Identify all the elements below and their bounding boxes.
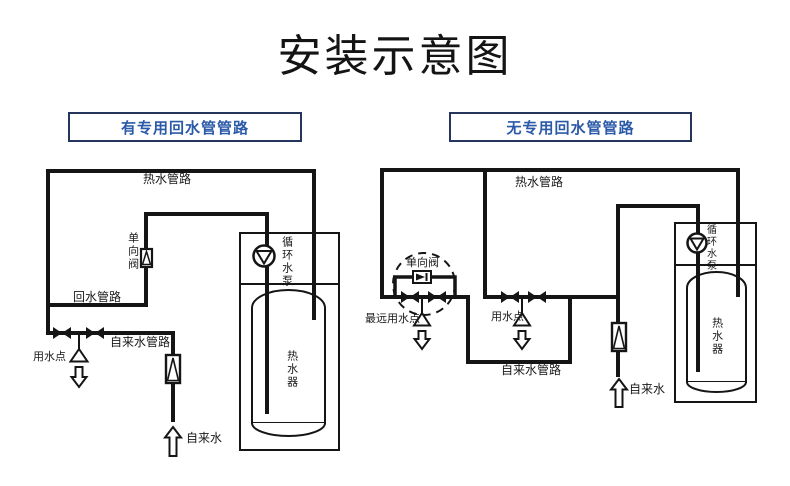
left-return-pipe-label: 回水管路: [73, 290, 122, 304]
right-cold-water-label: 自来水: [629, 382, 666, 396]
right-branch-pipe: [483, 168, 620, 299]
left-cold-pipe-label: 自来水管路: [110, 335, 171, 349]
right-inlet-up-arrow-icon: [608, 377, 630, 408]
left-supply-check-valve-glyph: [166, 357, 180, 382]
left-inlet-up-arrow-icon: [162, 425, 184, 457]
left-tap-point-label: 用水点: [33, 351, 66, 363]
right-bypass-highlight-circle: [392, 252, 456, 316]
left-pump-label: 循环水泵: [280, 236, 293, 288]
right-tap-icon: [512, 311, 532, 327]
right-heater-box: [674, 222, 757, 403]
left-pump-feed-pipe: [144, 212, 269, 414]
left-tank: [251, 289, 326, 424]
right-farthest-tap-label: 最远用水点: [365, 313, 420, 325]
left-pump-triangle-icon: [254, 250, 274, 266]
page-title: 安装示意图: [277, 32, 513, 81]
left-tap-icon: [68, 347, 90, 363]
left-flow-down-arrow-icon: [69, 366, 89, 389]
right-hot-pipe-and-cold-loop: [380, 168, 740, 364]
right-flow-down-arrow-icon: [512, 330, 532, 351]
left-valve-icon-2: [86, 327, 104, 339]
right-pump-and-supply-pipe: [616, 204, 700, 377]
right-check-valve-label: 单向阀: [406, 257, 439, 269]
left-heater-label: 热水器: [285, 350, 298, 389]
right-farthest-valve-icon-2: [428, 291, 446, 303]
panel-header-no-dedicated-return: 无专用回水管管路: [449, 112, 692, 142]
left-return-check-valve-glyph: [141, 248, 152, 266]
left-hot-and-cold-pipe: [46, 169, 316, 422]
left-hot-pipe-label: 热水管路: [143, 172, 192, 186]
right-farthest-valve-icon-1: [401, 291, 419, 303]
left-supply-check-valve-icon: [164, 353, 182, 385]
right-cold-pipe-label: 自来水管路: [501, 363, 562, 377]
right-supply-check-valve-glyph: [612, 325, 626, 350]
right-heater-label: 热水器: [710, 317, 723, 356]
right-farthest-flow-down-arrow-icon: [412, 330, 432, 351]
left-heater-box: [239, 232, 340, 451]
left-check-valve-label: 单向阀: [126, 232, 139, 271]
right-tank-bottom-dish: [686, 381, 747, 393]
right-diagram: [380, 168, 757, 408]
right-hot-pipe-label: 热水管路: [515, 175, 564, 189]
right-pump-label: 循环水泵: [704, 224, 716, 272]
right-pump-triangle-icon: [688, 237, 706, 252]
left-tank-bottom-dish: [251, 422, 326, 437]
right-supply-check-valve-icon: [610, 321, 628, 353]
right-tank: [686, 271, 747, 383]
right-tap-valve-icon-1: [501, 291, 519, 303]
right-tap-valve-icon-2: [528, 291, 546, 303]
left-diagram: [46, 169, 340, 457]
panel-header-dedicated-return: 有专用回水管管路: [68, 112, 302, 142]
right-bypass-check-valve-glyph: [416, 273, 425, 281]
left-valve-icon-1: [53, 327, 71, 339]
right-tap-point-label: 用水点: [491, 311, 524, 323]
left-cold-water-label: 自来水: [186, 431, 223, 445]
right-farthest-tap-icon: [412, 311, 432, 327]
